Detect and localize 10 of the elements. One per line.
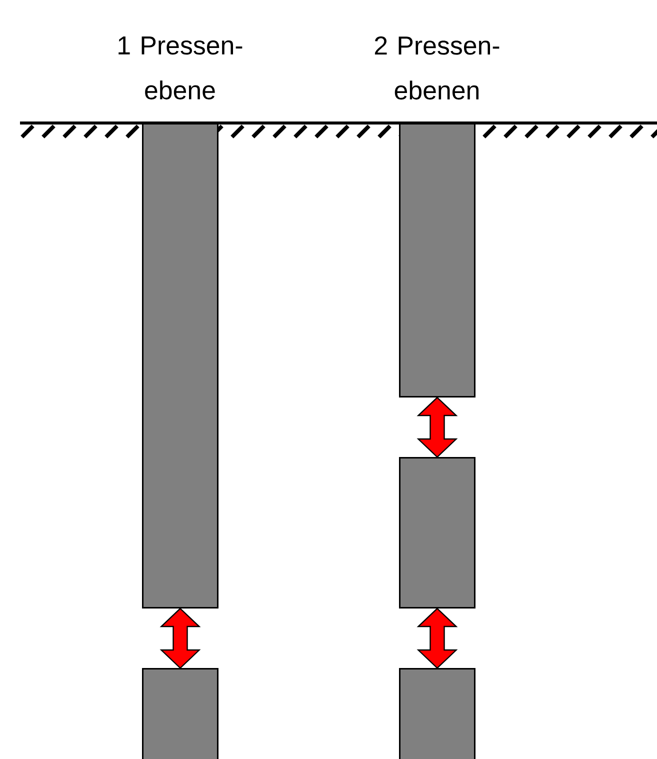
double-arrow <box>160 608 201 669</box>
double-arrow <box>416 608 458 669</box>
block <box>399 457 476 608</box>
block <box>399 123 476 398</box>
block <box>142 123 218 608</box>
block <box>399 668 476 759</box>
column-heading: 1 Pressen- ebene <box>118 36 242 100</box>
double-arrow <box>416 396 458 458</box>
column-heading: 2 Pressen- ebenen <box>374 36 500 100</box>
block <box>142 668 218 759</box>
